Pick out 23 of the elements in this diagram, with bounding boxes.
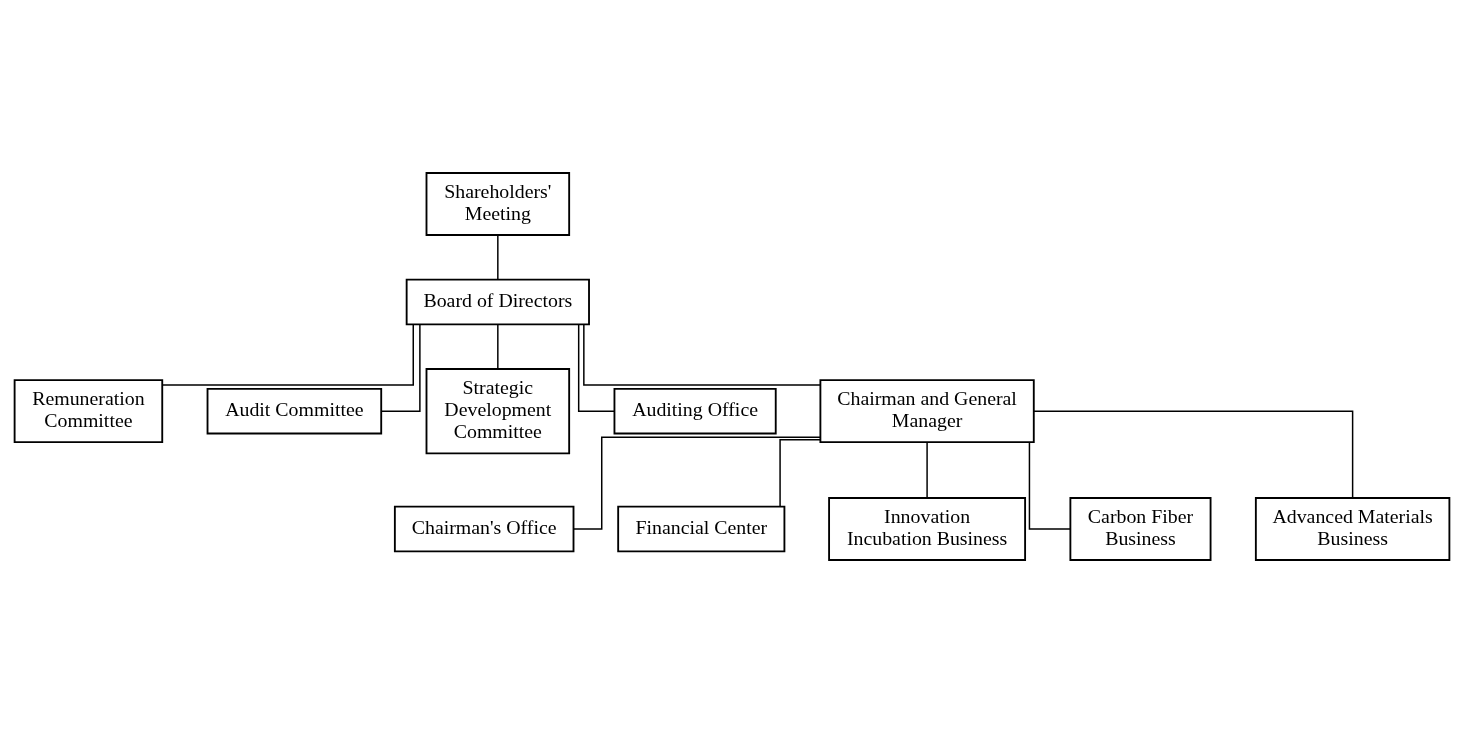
connector bbox=[779, 438, 821, 508]
connector bbox=[497, 323, 499, 370]
connector bbox=[1033, 410, 1354, 499]
node-box: Chairman's Office bbox=[393, 505, 575, 553]
connector bbox=[497, 234, 499, 281]
node-box: Shareholders' Meeting bbox=[425, 172, 571, 236]
connector bbox=[577, 323, 615, 412]
node-box: Audit Committee bbox=[206, 387, 383, 435]
connector bbox=[161, 323, 414, 386]
connector bbox=[1028, 442, 1071, 530]
node-box: Strategic Development Committee bbox=[425, 368, 571, 455]
node-box: Chairman and General Manager bbox=[819, 379, 1035, 444]
node-box: Carbon Fiber Business bbox=[1069, 497, 1212, 561]
connector bbox=[380, 323, 421, 412]
node-box: Financial Center bbox=[617, 505, 786, 553]
connector bbox=[583, 323, 822, 386]
connector bbox=[926, 442, 928, 499]
node-box: Advanced Materials Business bbox=[1254, 497, 1451, 561]
node-box: Remuneration Committee bbox=[13, 379, 164, 444]
node-box: Board of Directors bbox=[405, 278, 590, 326]
node-box: Innovation Incubation Business bbox=[828, 497, 1027, 561]
connector bbox=[573, 436, 821, 530]
node-box: Auditing Office bbox=[613, 387, 777, 435]
